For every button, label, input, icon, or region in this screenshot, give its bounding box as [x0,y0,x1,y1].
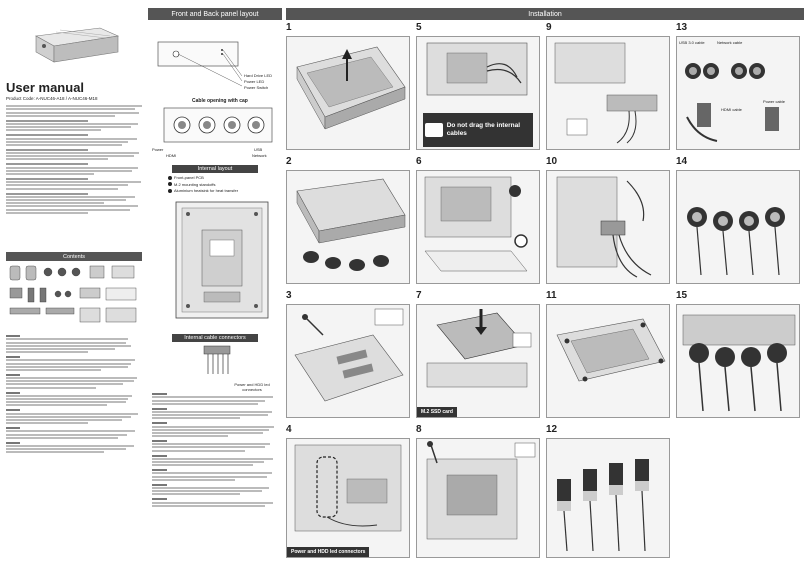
installation-header: Installation [286,8,804,20]
multilingual-text-bottom [6,334,142,454]
step-number: 11 [546,290,557,301]
step-image: Do not drag the internal cables [416,36,540,150]
step-9: 9 [546,22,670,150]
warning-box: Do not drag the internal cables [423,113,533,147]
step-number: 10 [546,156,558,167]
front-panel-diagram [156,38,276,88]
step-number: 3 [286,290,292,301]
bullet-icon-1 [168,175,172,180]
step-number: 12 [546,424,558,435]
back-panel-diagram [162,106,274,144]
no-drag-icon [425,123,443,137]
back-label-power: Power [152,147,164,152]
step-image: USB 3.0 cable Network cable HDMI cable P… [676,36,800,150]
step-image [416,170,540,284]
label-network-cable: Network cable [717,40,743,45]
step-image [286,36,410,150]
middle-column: Front and Back panel layout Hard Drive L… [148,0,282,571]
front-back-header: Front and Back panel layout [148,8,282,20]
step-number: 13 [676,22,688,33]
step-image [546,36,670,150]
step-number: 7 [416,290,422,301]
label-usb-cable: USB 3.0 cable [679,40,705,45]
step-image [286,304,410,418]
step-image [546,170,670,284]
step-10: 10 [546,156,670,284]
step-1: 1 [286,22,410,150]
step-image [286,170,410,284]
step-number: 4 [286,424,292,435]
product-image [30,22,120,66]
step-number: 5 [416,22,422,33]
step-image: M.2 SSD card [416,304,540,418]
front-label-power-led: Power LED [244,79,265,84]
internal-layout-header: Internal layout [172,165,258,173]
step4-caption: Power and HDD led connectors [287,547,370,557]
step-number: 1 [286,22,292,33]
multilingual-text-top [6,104,142,215]
manual-title: User manual [6,80,85,95]
step-14: 14 [676,156,800,284]
step-image [676,304,800,418]
left-column: User manual Product Code: A-NUC46-A18 / … [0,0,148,571]
step-image [546,304,670,418]
internal-cable-header: Internal cable connectors [172,334,258,342]
internal-item: Front-panel PCB [174,175,204,180]
back-label-hdmi: HDMI [166,153,177,158]
step-11: 11 [546,290,670,418]
internal-items-list: Front-panel PCB M.2 mounting standoffs A… [168,175,278,193]
internal-item: M.2 mounting standoffs [174,181,216,187]
step-number: 14 [676,156,688,167]
internal-item: Aluminium heatsink for heat transfer [174,188,239,193]
bullet-icon-3 [168,188,172,193]
step-3: 3 [286,290,410,418]
step-image [416,438,540,558]
cable-opening-title: Cable opening with cap [192,98,248,104]
warning-text: Do not drag the internal cables [446,122,520,137]
step-number: 8 [416,424,422,435]
label-hdmi-cable: HDMI cable [721,107,742,112]
step-8: 8 [416,424,540,558]
product-code: Product Code: A-NUC46-A18 / A-NUC46-M18 [6,96,98,101]
cable-connector-diagram [184,344,254,378]
step-number: 9 [546,22,552,33]
step-image [546,438,670,558]
step-6: 6 [416,156,540,284]
power-hdd-caption: Power and HDD led connectors [234,382,270,392]
internal-layout-diagram [174,200,270,320]
step-13: 13 USB 3.0 cable Network cable HDMI cabl… [676,22,800,150]
contents-header: Contents [6,252,142,261]
step-image: Power and HDD led connectors [286,438,410,558]
step-number: 15 [676,290,688,301]
back-label-usb: USB [254,147,263,152]
back-label-network: Network [252,153,267,158]
ssd-caption: M.2 SSD card [417,407,457,417]
step-number: 2 [286,156,292,167]
step-15: 15 [676,290,800,418]
contents-parts [6,262,142,328]
step-12: 12 [546,424,670,558]
step-2: 2 [286,156,410,284]
bullet-icon-2 [168,182,172,186]
step-image [676,170,800,284]
front-label-hdd-led: Hard Drive LED [244,73,273,78]
front-label-power-switch: Power Switch [244,85,269,90]
middle-text-block [152,392,278,508]
step-4: 4 Power and HDD led connectors [286,424,410,558]
step-7: 7 M.2 SSD card [416,290,540,418]
installation-grid: 1 5 Do not drag the internal cables 9 13… [286,22,804,562]
step-5: 5 Do not drag the internal cables [416,22,540,150]
label-power-cable: Power cable [763,99,786,104]
step-number: 6 [416,156,422,167]
